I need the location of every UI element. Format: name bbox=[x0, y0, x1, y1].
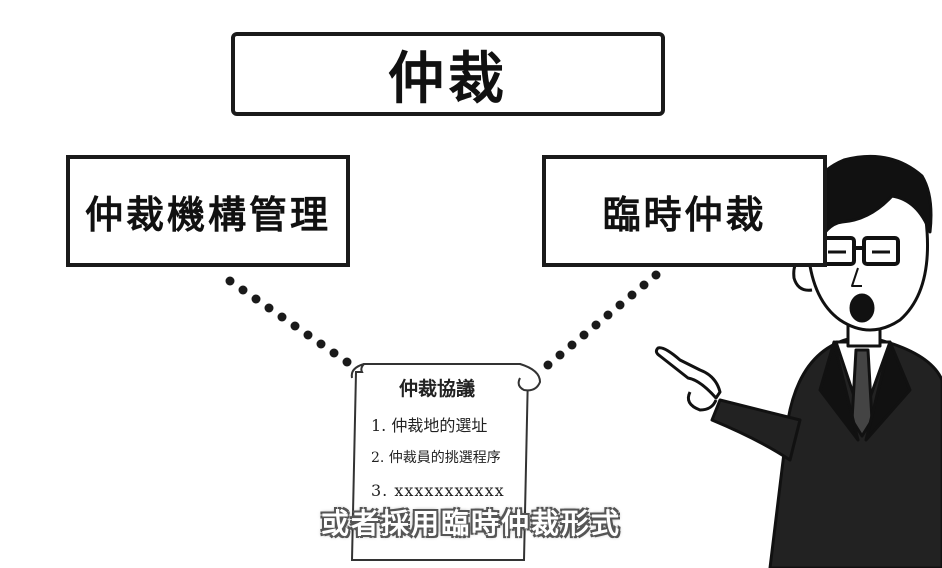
diagram-title-box: 仲裁 bbox=[231, 32, 665, 116]
scroll-title: 仲裁協議 bbox=[399, 378, 476, 400]
diagram-title: 仲裁 bbox=[388, 46, 508, 112]
scroll-item: 1. 仲裁地的選址 bbox=[371, 416, 488, 435]
dotted-connector-left bbox=[225, 276, 352, 367]
scroll-document bbox=[350, 363, 542, 561]
right-node-label: 臨時仲裁 bbox=[602, 192, 767, 237]
right-node-box: 臨時仲裁 bbox=[542, 155, 827, 267]
left-node-label: 仲裁機構管理 bbox=[84, 192, 331, 237]
left-node-box: 仲裁機構管理 bbox=[66, 155, 350, 267]
dotted-connector-right bbox=[543, 270, 661, 370]
video-subtitle: 或者採用臨時仲裁形式 bbox=[320, 507, 621, 540]
scroll-item: 3. xxxxxxxxxxx bbox=[371, 481, 505, 500]
scroll-item: 2. 仲裁員的挑選程序 bbox=[371, 450, 501, 466]
presenter-character bbox=[654, 154, 942, 568]
